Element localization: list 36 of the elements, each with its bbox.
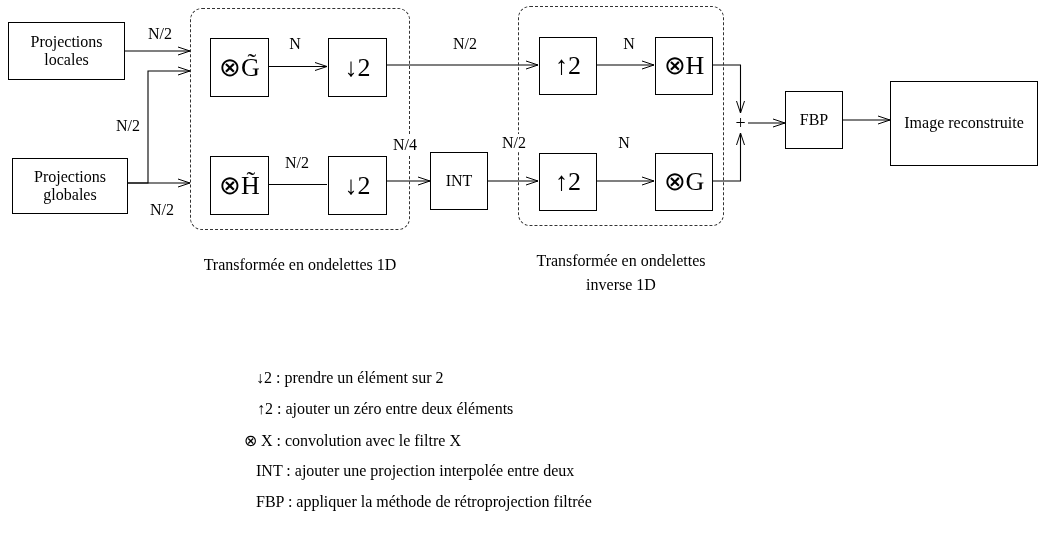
arrow (124, 46, 191, 56)
arrow (385, 176, 431, 186)
arrow (711, 132, 745, 182)
group-caption: Transformée en ondelettes 1D (202, 255, 398, 275)
arrow (385, 60, 539, 70)
output-box: Image reconstruite (890, 81, 1038, 166)
upsample-box: ↑2 (539, 153, 597, 211)
filter-box: ⊗H̃ (210, 156, 269, 215)
filter-box: ⊗G̃ (210, 38, 269, 97)
arrow (267, 62, 328, 71)
legend-note: ⊗ X : convolution avec le filtre X (244, 431, 461, 450)
arrow (487, 176, 539, 186)
edge-label: N/4 (392, 136, 418, 154)
legend-note: ↑2 : ajouter un zéro entre deux éléments (257, 400, 514, 418)
arrow (711, 64, 745, 114)
arrow (127, 178, 191, 188)
downsample-box: ↓2 (328, 156, 387, 215)
arrow (842, 115, 891, 125)
legend-note: ↓2 : prendre un élément sur 2 (256, 369, 444, 387)
arrow (747, 118, 786, 128)
sum-sign: + (733, 114, 748, 132)
input-box: Projections globales (12, 158, 128, 214)
edge-label: N/2 (501, 134, 527, 152)
legend-note: FBP : appliquer la méthode de rétroprojection filtrée (256, 493, 592, 511)
arrow (595, 176, 655, 186)
downsample-box: ↓2 (328, 38, 387, 97)
filter-box: ⊗H (655, 37, 713, 95)
legend-note: INT : ajouter une projection interpolée entre deux (256, 462, 575, 480)
process-box: INT (430, 152, 488, 210)
filter-box: ⊗G (655, 153, 713, 211)
group-caption: Transformée en ondelettes inverse 1D (535, 251, 707, 295)
connector-line (267, 183, 328, 186)
process-box: FBP (785, 91, 843, 149)
upsample-box: ↑2 (539, 37, 597, 95)
arrow (595, 60, 655, 70)
input-box: Projections locales (8, 22, 125, 80)
